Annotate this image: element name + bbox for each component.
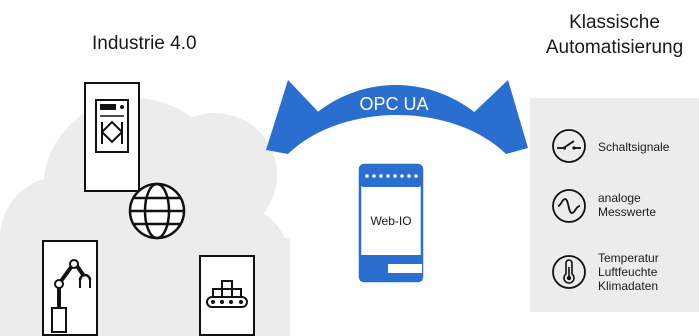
signal-line: Temperatur [598,251,659,265]
automation-heading: Klassische Automatisierung [530,10,699,60]
machine-tile [84,82,140,192]
globe-icon [128,182,186,240]
machine-icon [95,99,129,153]
signal-label-climate: Temperatur Luftfeuchte Klimadaten [598,251,659,293]
robot-arm-icon [51,259,92,333]
opc-ua-arrow-body [266,80,528,154]
industrie-heading: Industrie 4.0 [92,33,197,54]
signal-label-analog: analoge Messwerte [598,191,656,219]
robot-arm-tile [42,240,98,336]
switch-icon [552,129,586,163]
opc-ua-label: OPC UA [359,94,429,114]
opc-ua-arrow [266,80,528,154]
web-io-device-icon [358,163,424,283]
analog-wave-icon [552,189,586,223]
automation-heading-line2: Automatisierung [545,37,684,58]
conveyor-tile [199,255,255,336]
signal-label-switch: Schaltsignale [598,140,669,154]
signal-line: Schaltsignale [598,140,670,154]
signal-line: Luftfeuchte [598,265,658,279]
conveyor-icon [206,280,248,308]
thermometer-icon [552,255,586,289]
web-io-label: Web-IO [370,214,412,228]
signal-line: Klimadaten [598,279,659,293]
signal-line: Messwerte [598,205,657,219]
signal-line: analoge [598,191,641,205]
automation-heading-line1: Klassische [569,12,660,33]
